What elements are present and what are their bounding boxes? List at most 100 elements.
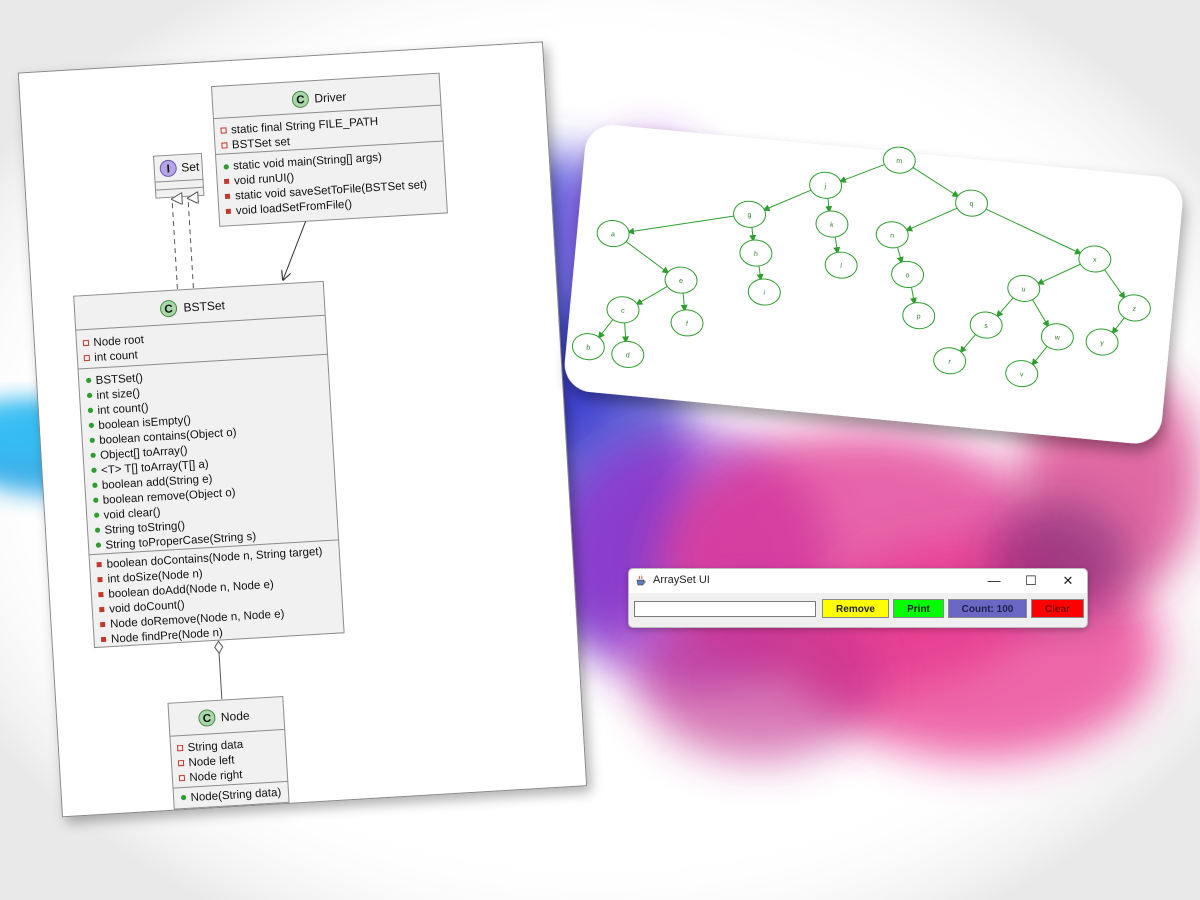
tree-edge-x-u (1036, 262, 1085, 285)
tree-node-label-c: c (621, 307, 626, 314)
maximize-button[interactable]: ☐ (1025, 573, 1037, 588)
node-field: Node right (189, 769, 243, 784)
driver-stereotype: C (296, 94, 305, 106)
tree-node-l (824, 251, 858, 279)
bstset-stereotype: C (164, 303, 173, 315)
bstset-name: BSTSet (183, 298, 226, 314)
tree-node-label-z: z (1132, 306, 1137, 313)
driver-field: BSTSet set (232, 136, 292, 151)
bstset-method: int doSize(Node n) (107, 568, 203, 586)
tree-card-panel (564, 125, 1183, 444)
tree-node-m (882, 146, 916, 174)
driver-class-box: C Driver static final String FILE_PATH B… (210, 72, 448, 227)
tree-edge-z-y (1111, 314, 1127, 335)
node-field: String data (187, 739, 244, 754)
tree-node-u (1007, 274, 1041, 302)
tree-node-w (1040, 323, 1074, 351)
bstset-class-box: C BSTSet Node root int count BSTSet() in… (73, 280, 345, 649)
tree-edge-e-c (635, 284, 671, 306)
realization-arrows (172, 198, 193, 290)
tree-edge-m-q (909, 164, 960, 198)
tree-edge-g-a (627, 215, 738, 235)
bstset-method: String toString() (104, 520, 185, 537)
class-icon (198, 709, 216, 727)
tree-node-label-w: w (1053, 334, 1061, 342)
tree-node-d (611, 340, 645, 368)
node-class-box: C Node String data Node left Node right … (167, 695, 290, 810)
tree-node-label-e: e (679, 278, 684, 285)
tree-node-k (815, 210, 849, 238)
bstset-method: int size() (96, 387, 140, 402)
tree-node-p (902, 302, 936, 330)
node-name: Node (220, 708, 250, 724)
tree-edge-j-g (762, 188, 815, 212)
set-interface-box: I Set (152, 152, 205, 199)
tree-node-label-o: o (905, 272, 910, 279)
tree-edge-m-j (838, 162, 889, 183)
tree-edge-u-s (996, 294, 1016, 318)
set-stereotype: I (166, 163, 170, 175)
tree-node-v (1005, 360, 1039, 388)
tree-node-x (1078, 245, 1112, 273)
tree-edge-c-d (622, 319, 630, 344)
tree-node-q (955, 189, 989, 217)
count-button[interactable]: Count: 100 (948, 599, 1027, 618)
bstset-method: boolean isEmpty() (98, 414, 191, 431)
arrayset-window: ArraySet UI — ☐ ✕ Remove Print Count: 10… (628, 568, 1088, 628)
set-name: Set (181, 159, 200, 174)
minimize-button[interactable]: — (987, 573, 1001, 588)
tree-node-label-n: n (890, 232, 895, 239)
tree-node-z (1117, 294, 1151, 322)
tree-node-label-m: m (896, 158, 903, 166)
remove-button[interactable]: Remove (822, 599, 889, 618)
close-button[interactable]: ✕ (1062, 573, 1074, 588)
bstset-method: int count() (97, 402, 149, 417)
tree-node-label-d: d (625, 352, 630, 359)
bstset-method: void doCount() (109, 599, 185, 615)
tree-edge-a-e (622, 238, 670, 274)
bstset-method: Object[] toArray() (100, 445, 188, 462)
tree-node-label-x: x (1093, 257, 1098, 264)
bstset-method: void clear() (103, 506, 161, 521)
tree-node-label-i: i (763, 290, 766, 297)
print-button[interactable]: Print (893, 599, 944, 618)
tree-edge-u-w (1030, 296, 1050, 328)
aggregation-link (214, 640, 224, 700)
tree-node-n (875, 221, 909, 249)
element-input[interactable] (634, 601, 816, 617)
tree-node-r (933, 347, 967, 375)
tree-node-label-b: b (586, 344, 591, 351)
tree-node-a (596, 220, 630, 248)
tree-node-f (670, 309, 704, 337)
uml-class-diagram: I Set C Driver static final String FILE_… (17, 41, 588, 818)
tree-node-e (664, 266, 698, 294)
tree-node-y (1085, 328, 1119, 356)
tree-node-label-h: h (754, 251, 759, 258)
class-icon (160, 300, 178, 318)
tree-node-label-l: l (840, 263, 843, 270)
tree-node-j (809, 171, 843, 199)
clear-button[interactable]: Clear (1031, 599, 1084, 618)
java-cup-icon (636, 575, 646, 586)
window-titlebar[interactable]: ArraySet UI — ☐ ✕ (629, 569, 1087, 593)
tree-edge-q-n (905, 206, 961, 232)
tree-node-b (571, 333, 605, 361)
node-stereotype: C (202, 713, 211, 725)
tree-node-label-q: q (969, 201, 974, 208)
tree-node-label-a: a (611, 231, 616, 238)
tree-node-c (606, 296, 640, 324)
class-icon (291, 90, 309, 108)
tree-node-label-f: f (686, 321, 689, 328)
driver-name: Driver (314, 90, 347, 106)
tree-node-s (969, 311, 1003, 339)
bstset-field: Node root (93, 334, 145, 349)
node-field: Node left (188, 754, 235, 769)
tree-edge-q-x (982, 206, 1082, 255)
tree-edge-c-b (597, 316, 616, 339)
tree-node-label-u: u (1021, 286, 1026, 293)
tree-node-o (891, 260, 925, 288)
tree-node-label-r: r (948, 359, 952, 366)
